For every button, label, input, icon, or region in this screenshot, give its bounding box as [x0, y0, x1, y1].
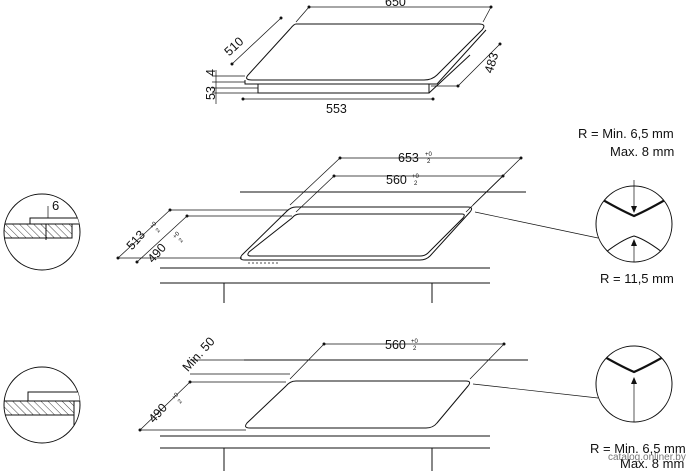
dim-513-label: 513: [124, 228, 148, 253]
dim-560-std-label: 560: [385, 338, 406, 352]
flush-radius-min: R = Min. 6,5 mm: [578, 126, 674, 141]
dim-4-label: 4: [204, 69, 218, 76]
dim-650-label: 650: [385, 0, 406, 9]
std-radius-min: R = Min. 6,5 mm: [590, 441, 686, 456]
dim-653-label: 653: [398, 151, 419, 165]
flush-corner-detail: R = Min. 6,5 mm Max. 8 mm R = 11,5 mm: [578, 126, 674, 286]
min-50-label: Min. 50: [180, 334, 218, 374]
flush-radius-outer: R = 11,5 mm: [600, 271, 674, 286]
dim-490-flush-tol-bot: 2: [178, 237, 185, 244]
dim-490-std-tol-bot: 2: [177, 398, 184, 405]
dim-490-std-tol-top: +0: [171, 392, 180, 402]
dim-553-label: 553: [326, 102, 347, 116]
dim-560-flush-label: 560: [386, 173, 407, 187]
dim-510-label: 510: [222, 34, 247, 58]
dim-560-std-tol-top: +0: [411, 339, 419, 345]
dim-560-flush-tol-top: +0: [412, 174, 420, 180]
standard-edge-detail: [3, 366, 81, 444]
dim-653-tol-bot: 2: [427, 159, 431, 165]
dim-490-flush-tol-top: +0: [172, 231, 181, 241]
watermark: catalog.onliner.by: [608, 452, 686, 463]
dim-653-tol-top: +0: [425, 152, 433, 158]
flush-install-drawing: 653 +0 2 560 +0 2 513 +0 2 490 +0 2: [116, 151, 599, 303]
dim-483-label: 483: [482, 51, 501, 75]
standard-corner-detail: R = Min. 6,5 mm Max. 8 mm: [590, 345, 686, 471]
standard-install-drawing: Min. 50 560 +0 2 490 +0 2: [138, 334, 599, 471]
flush-edge-detail: 6: [3, 193, 81, 271]
std-radius-max: Max. 8 mm: [620, 456, 684, 471]
dim-560-std-tol-bot: 2: [413, 346, 417, 352]
dim-513-tol-bot: 2: [155, 227, 162, 234]
dim-53-label: 53: [204, 86, 218, 100]
dim-560-flush-tol-bot: 2: [414, 181, 418, 187]
flush-radius-max: Max. 8 mm: [610, 144, 674, 159]
dim-490-flush-label: 490: [145, 241, 169, 266]
dim-513-tol-top: +0: [149, 221, 158, 231]
top-hob-drawing: 650 510 483 553 4 53: [204, 0, 502, 116]
rebate-6-label: 6: [52, 198, 59, 213]
